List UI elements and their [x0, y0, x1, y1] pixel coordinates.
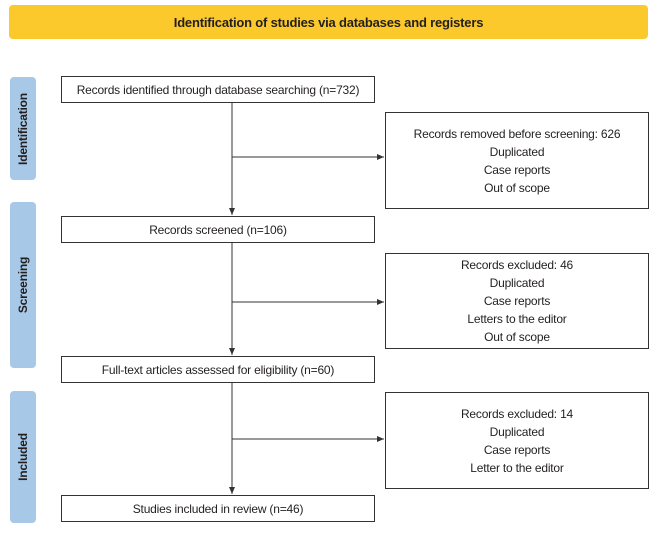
excluded1-item: Duplicated: [489, 276, 545, 290]
excluded1-item: Out of scope: [484, 330, 550, 344]
excluded2-item: Letter to the editor: [470, 460, 564, 475]
phase-identification: Identification: [10, 77, 36, 180]
box-records-screened: Records screened (n=106): [61, 216, 375, 243]
phase-included: Included: [10, 391, 36, 523]
removed-item: Duplicated: [489, 144, 545, 159]
header-title: Identification of studies via databases …: [173, 14, 484, 30]
excluded2-title: Records excluded: 14: [460, 406, 574, 421]
excluded1-item: Case reports: [483, 294, 551, 308]
removed-title: Records removed before screening: 626: [413, 126, 621, 141]
diagram-header: Identification of studies via databases …: [9, 5, 648, 39]
box-fulltext-assessed: Full-text articles assessed for eligibil…: [61, 356, 375, 383]
box-records-removed: Records removed before screening: 626 Du…: [385, 112, 649, 209]
box-records-identified-text: Records identified through database sear…: [76, 82, 360, 97]
excluded2-item: Case reports: [483, 442, 551, 457]
phase-screening: Screening: [10, 202, 36, 368]
excluded2-item: Duplicated: [489, 424, 545, 439]
box-records-excluded-screening: Records excluded: 46 Duplicated Case rep…: [385, 253, 649, 349]
removed-item: Out of scope: [484, 180, 550, 195]
excluded1-title: Records excluded: 46: [460, 258, 574, 272]
box-studies-included-text: Studies included in review (n=46): [132, 501, 304, 516]
box-studies-included: Studies included in review (n=46): [61, 495, 375, 522]
excluded1-item: Letters to the editor: [467, 312, 567, 326]
box-fulltext-assessed-text: Full-text articles assessed for eligibil…: [101, 362, 335, 377]
box-records-excluded-eligibility: Records excluded: 14 Duplicated Case rep…: [385, 392, 649, 489]
box-records-screened-text: Records screened (n=106): [149, 222, 287, 237]
box-records-identified: Records identified through database sear…: [61, 76, 375, 103]
removed-item: Case reports: [483, 162, 551, 177]
